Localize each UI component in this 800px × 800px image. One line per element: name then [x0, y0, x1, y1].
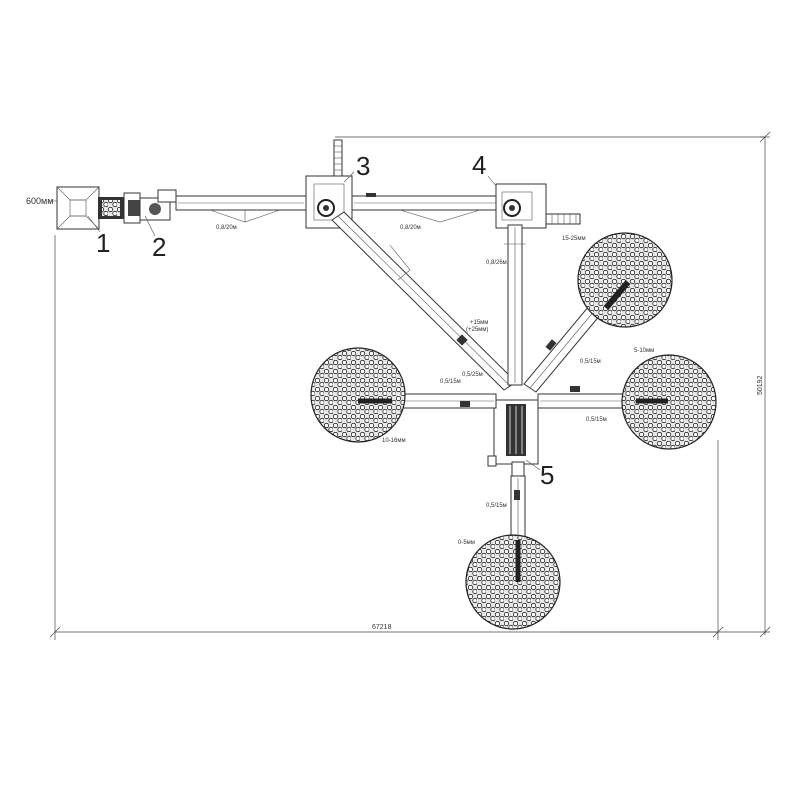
conveyor-7-label: 0,5/15м [586, 417, 607, 423]
dimension-frame [49, 131, 771, 640]
stockpile-0-5-label: 0-5мм [458, 540, 475, 546]
callout-2: 2 [152, 232, 166, 262]
screen-station [487, 399, 539, 477]
callout-4: 4 [472, 150, 486, 180]
primary-crusher [123, 189, 177, 224]
callouts: 1 2 3 4 5 [87, 150, 554, 490]
conveyor-2 [351, 193, 499, 223]
stockpile-15-25 [577, 232, 673, 328]
conveyor-3-label: 0,8/26м [486, 260, 507, 266]
conveyor-5-label: 0,5/15м [580, 359, 601, 365]
conveyor-4-label: +15мм (+25мм) [466, 320, 490, 333]
stockpile-15-25-label: 15-25мм [562, 236, 586, 242]
callout-5: 5 [540, 460, 554, 490]
conveyor-2-label: 0,8/20м [400, 225, 421, 231]
stockpile-5-10-label: 5-10мм [634, 348, 654, 354]
stockpile-10-16 [310, 347, 406, 443]
conveyor-6-label: 0,5/15м [440, 379, 461, 385]
stockpile-0-5 [465, 534, 561, 630]
callout-1: 1 [96, 228, 110, 258]
feed-size-label: 600мм [26, 196, 53, 206]
stockpile-5-10 [621, 354, 717, 450]
conveyor-8-label: 0,5/15м [486, 503, 507, 509]
tertiary-crusher-station [495, 183, 581, 229]
height-dimension: 50192 [757, 375, 764, 395]
width-dimension: 67218 [372, 624, 392, 631]
stockpile-10-16-label: 10-16мм [382, 438, 406, 444]
conveyor-1 [175, 195, 307, 223]
feed-hopper [56, 186, 124, 230]
callout-3: 3 [356, 151, 370, 181]
conveyor-5b-label: 0,5/25м [462, 372, 483, 378]
conveyor-1-label: 0,8/20м [216, 225, 237, 231]
conveyor-3 [504, 224, 526, 386]
